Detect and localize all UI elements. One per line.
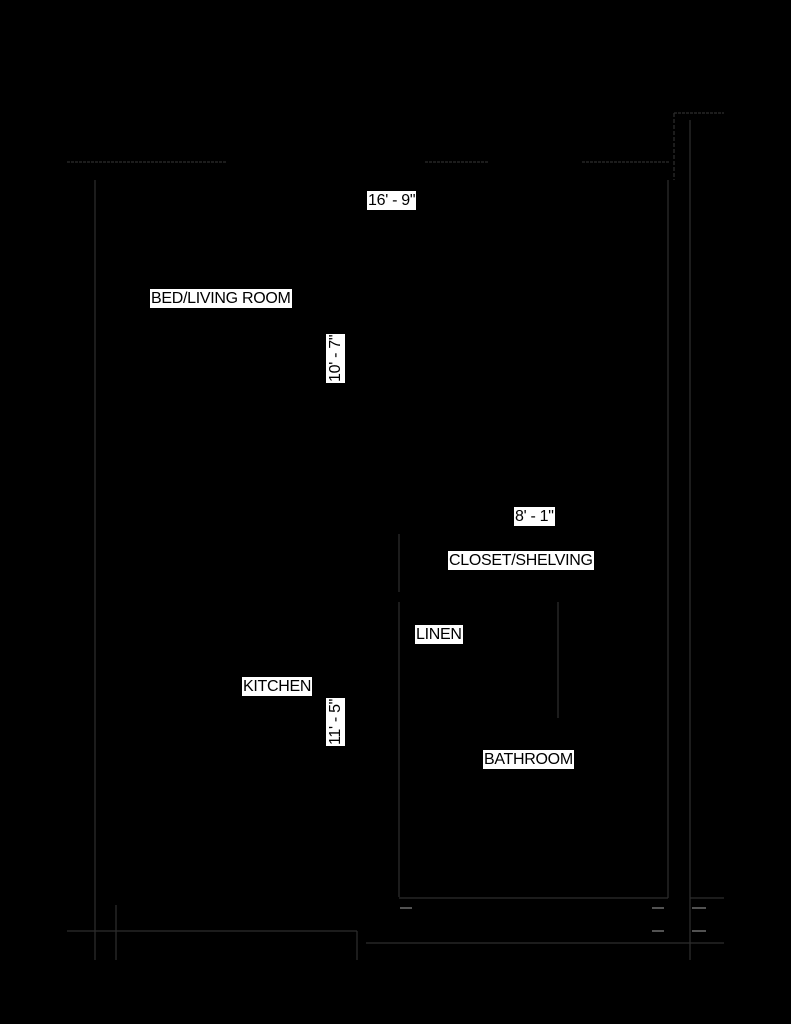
dimension-closet-width: 8' - 1" [514, 507, 555, 526]
dimension-kitchen-depth: 11' - 5" [326, 697, 345, 746]
left-wall [94, 180, 117, 960]
room-label-linen: LINEN [415, 625, 463, 644]
bottom-wall [67, 897, 724, 960]
right-wall [667, 120, 691, 960]
room-label-kitchen: KITCHEN [242, 677, 313, 696]
dimension-bed-living-depth: 10' - 7" [326, 333, 345, 383]
interior-walls [398, 534, 668, 899]
top-wall [67, 112, 724, 180]
room-label-bathroom: BATHROOM [483, 750, 574, 769]
room-label-closet: CLOSET/SHELVING [448, 551, 594, 570]
dimension-overall-width: 16' - 9" [367, 191, 417, 210]
room-label-bed-living: BED/LIVING ROOM [150, 289, 292, 308]
